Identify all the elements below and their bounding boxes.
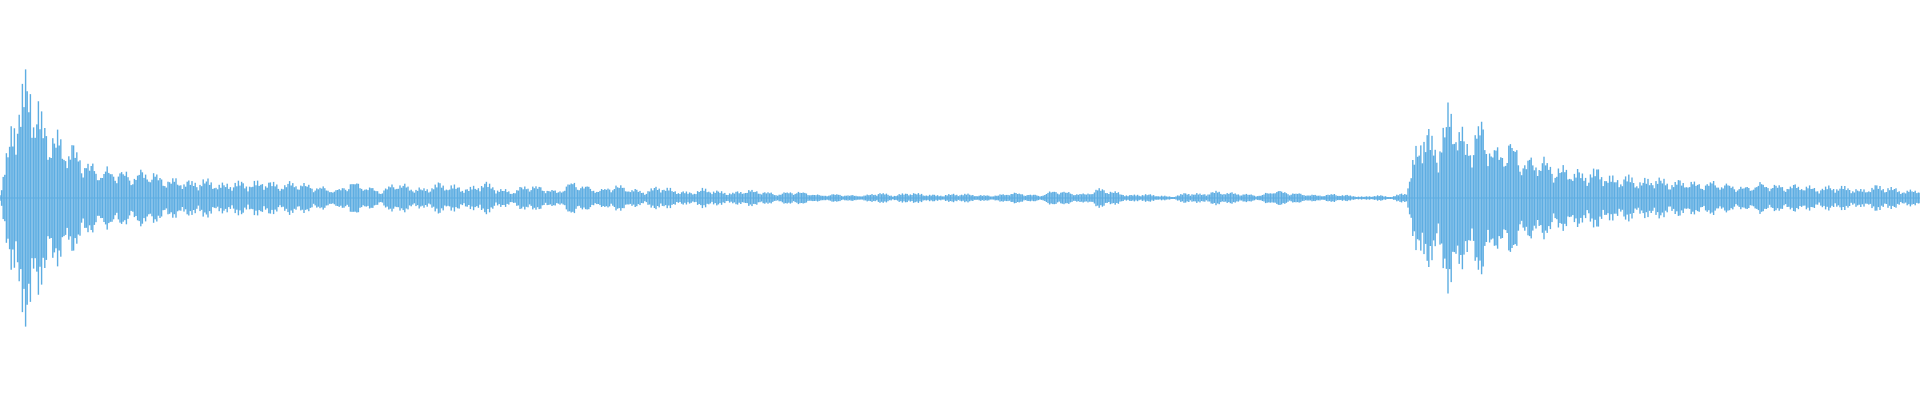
waveform-bars — [0, 69, 1920, 327]
